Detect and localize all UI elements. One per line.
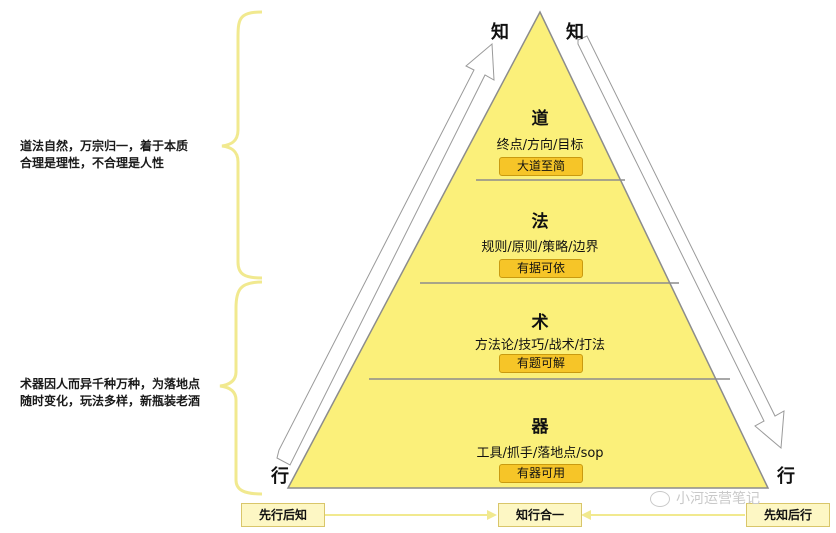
lower-brace	[219, 280, 263, 496]
bottom-left-xing: 行	[271, 466, 289, 487]
level-qi-desc: 工具/抓手/落地点/sop	[476, 446, 604, 461]
up-arrow	[276, 42, 495, 466]
bottom-right-box: 先知后行	[746, 503, 830, 527]
level-dao-desc: 终点/方向/目标	[496, 138, 584, 153]
upper-note-line2: 合理是理性，不合理是人性	[20, 156, 165, 170]
level-shu-tag: 有题可解	[499, 354, 583, 373]
level-shu-desc: 方法论/技巧/战术/打法	[474, 338, 606, 353]
watermark: 小河运营笔记	[650, 488, 760, 508]
lower-note-line2: 随时变化，玩法多样，新瓶装老酒	[20, 394, 201, 408]
level-fa-title: 法	[531, 212, 549, 232]
lower-note: 术器因人而异千种万种，为落地点 随时变化，玩法多样，新瓶装老酒	[20, 376, 200, 410]
level-dao-title: 道	[531, 109, 549, 129]
top-right-zhi: 知	[566, 22, 584, 43]
upper-note-line1: 道法自然，万宗归一，着于本质	[20, 139, 189, 153]
level-dao-tag: 大道至简	[499, 157, 583, 176]
top-left-zhi: 知	[491, 22, 509, 43]
bottom-left-box: 先行后知	[241, 503, 325, 527]
level-qi-tag: 有器可用	[499, 464, 583, 483]
watermark-text: 小河运营笔记	[676, 491, 760, 507]
bottom-arrowhead-right	[581, 510, 591, 520]
level-shu-title: 术	[531, 313, 549, 333]
down-arrow	[577, 35, 785, 450]
bottom-center-box: 知行合一	[498, 503, 582, 527]
lower-note-line1: 术器因人而异千种万种，为落地点	[20, 377, 201, 391]
bottom-arrowhead-left	[487, 510, 497, 520]
pyramid	[286, 10, 770, 489]
upper-brace	[221, 10, 263, 280]
upper-note: 道法自然，万宗归一，着于本质 合理是理性，不合理是人性	[20, 138, 188, 172]
bottom-right-xing: 行	[777, 466, 795, 487]
level-fa-desc: 规则/原则/策略/边界	[481, 240, 599, 255]
level-fa-tag: 有据可依	[499, 259, 583, 278]
level-qi-title: 器	[531, 417, 549, 437]
wechat-icon	[650, 491, 670, 507]
